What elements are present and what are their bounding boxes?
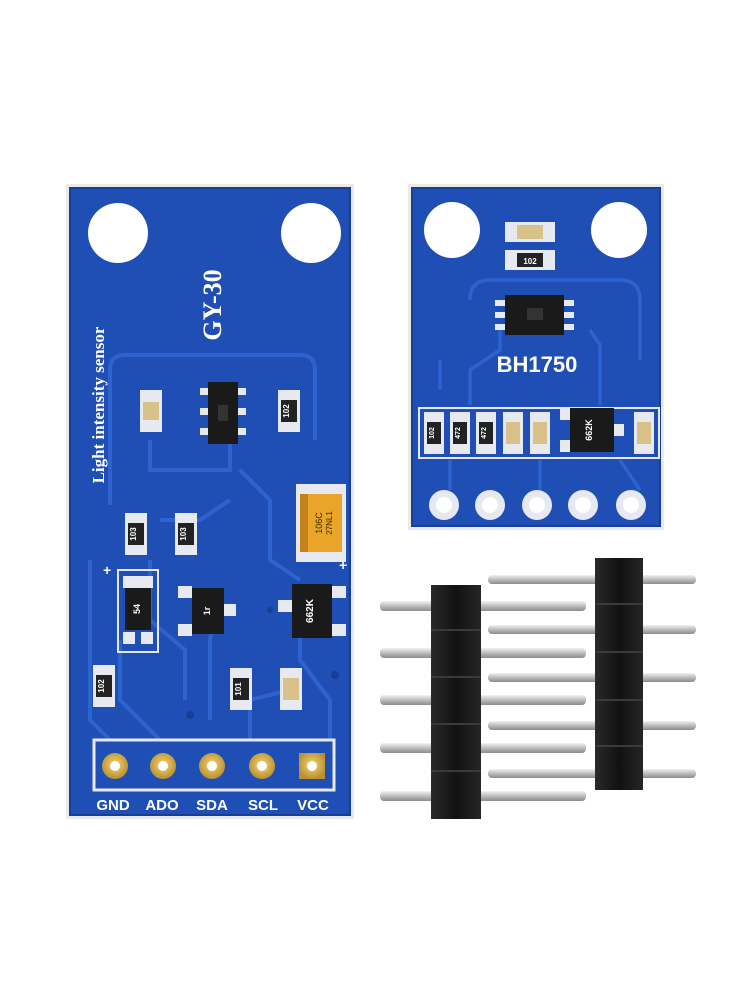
pin-label-scl: SCL — [248, 797, 278, 814]
gy30-pin-labels: GND ADO SDA SCL VCC — [96, 797, 329, 814]
pin-header-5-icon — [380, 585, 586, 819]
pin-header-5-icon — [488, 558, 696, 790]
mount-hole-icon — [591, 202, 647, 258]
pin-label-sda: SDA — [196, 797, 228, 814]
resistor-code: 101 — [234, 682, 243, 696]
gy30-resistor-r4: 103 — [175, 513, 197, 555]
gy30-resistor-r3: 103 — [125, 513, 147, 555]
gy30-regulator-u1: 54 — [117, 569, 159, 653]
gy30-tantalum-capacitor: 106C 27NL1 — [296, 484, 346, 562]
ic-code: 1r — [202, 606, 212, 615]
gy30-regulator-u3: 662K — [278, 584, 346, 638]
gy30-model-label: GY-30 — [198, 269, 227, 340]
resistor-code: 103 — [129, 527, 138, 541]
pin-label-ado: ADO — [145, 797, 179, 814]
ic-code: 662K — [305, 598, 316, 623]
mount-hole-icon — [424, 202, 480, 258]
gy30-resistor-r1 — [140, 390, 162, 432]
bh1750-component-frame — [418, 407, 660, 459]
gy30-resistor-r6: 101 — [230, 668, 252, 710]
bh1750-capacitor-top — [505, 222, 555, 242]
ic-code: 662K — [584, 419, 594, 441]
resistor-code: 472 — [455, 427, 462, 439]
bh1750-resistor-top: 102 — [505, 250, 555, 270]
capacitor-code: 106C — [314, 512, 324, 534]
gy30-board: GY-30 Light intensity sensor 102 103 — [66, 184, 354, 819]
resistor-code: 102 — [282, 404, 291, 418]
bh1750-resistor-row: 102 472 472 — [424, 412, 654, 454]
gy30-description-label: Light intensity sensor — [89, 326, 108, 483]
gy30-resistor-r2: 102 — [278, 390, 300, 432]
resistor-code: 102 — [97, 679, 106, 693]
gy30-pin-pads — [102, 753, 325, 779]
gy30-resistor-r5: 102 — [93, 665, 115, 707]
resistor-code: 103 — [179, 527, 188, 541]
capacitor-code: 27NL1 — [325, 511, 334, 535]
resistor-code: 472 — [481, 427, 488, 439]
pin-label-vcc: VCC — [297, 797, 329, 814]
bh1750-traces — [438, 278, 642, 491]
gy30-sensor-chip — [200, 382, 246, 444]
mount-hole-icon — [88, 203, 148, 263]
bh1750-pin-pads — [429, 490, 646, 520]
pin-label-gnd: GND — [96, 797, 130, 814]
bh1750-board: 102 BH1750 102 472 472 — [408, 184, 664, 530]
gy30-capacitor-c2 — [280, 668, 302, 710]
polarity-mark: + — [339, 557, 347, 573]
resistor-code: 102 — [429, 427, 436, 439]
mount-hole-icon — [281, 203, 341, 263]
bh1750-chip-label: BH1750 — [497, 352, 578, 377]
bh1750-regulator: 662K — [560, 408, 624, 452]
gy30-pin-frame — [92, 738, 336, 792]
gy30-regulator-u2: 1r — [178, 586, 236, 636]
bh1750-sensor-chip — [495, 295, 574, 335]
polarity-mark: + — [103, 562, 111, 578]
ic-code: 54 — [132, 604, 142, 614]
resistor-code: 102 — [523, 257, 537, 266]
